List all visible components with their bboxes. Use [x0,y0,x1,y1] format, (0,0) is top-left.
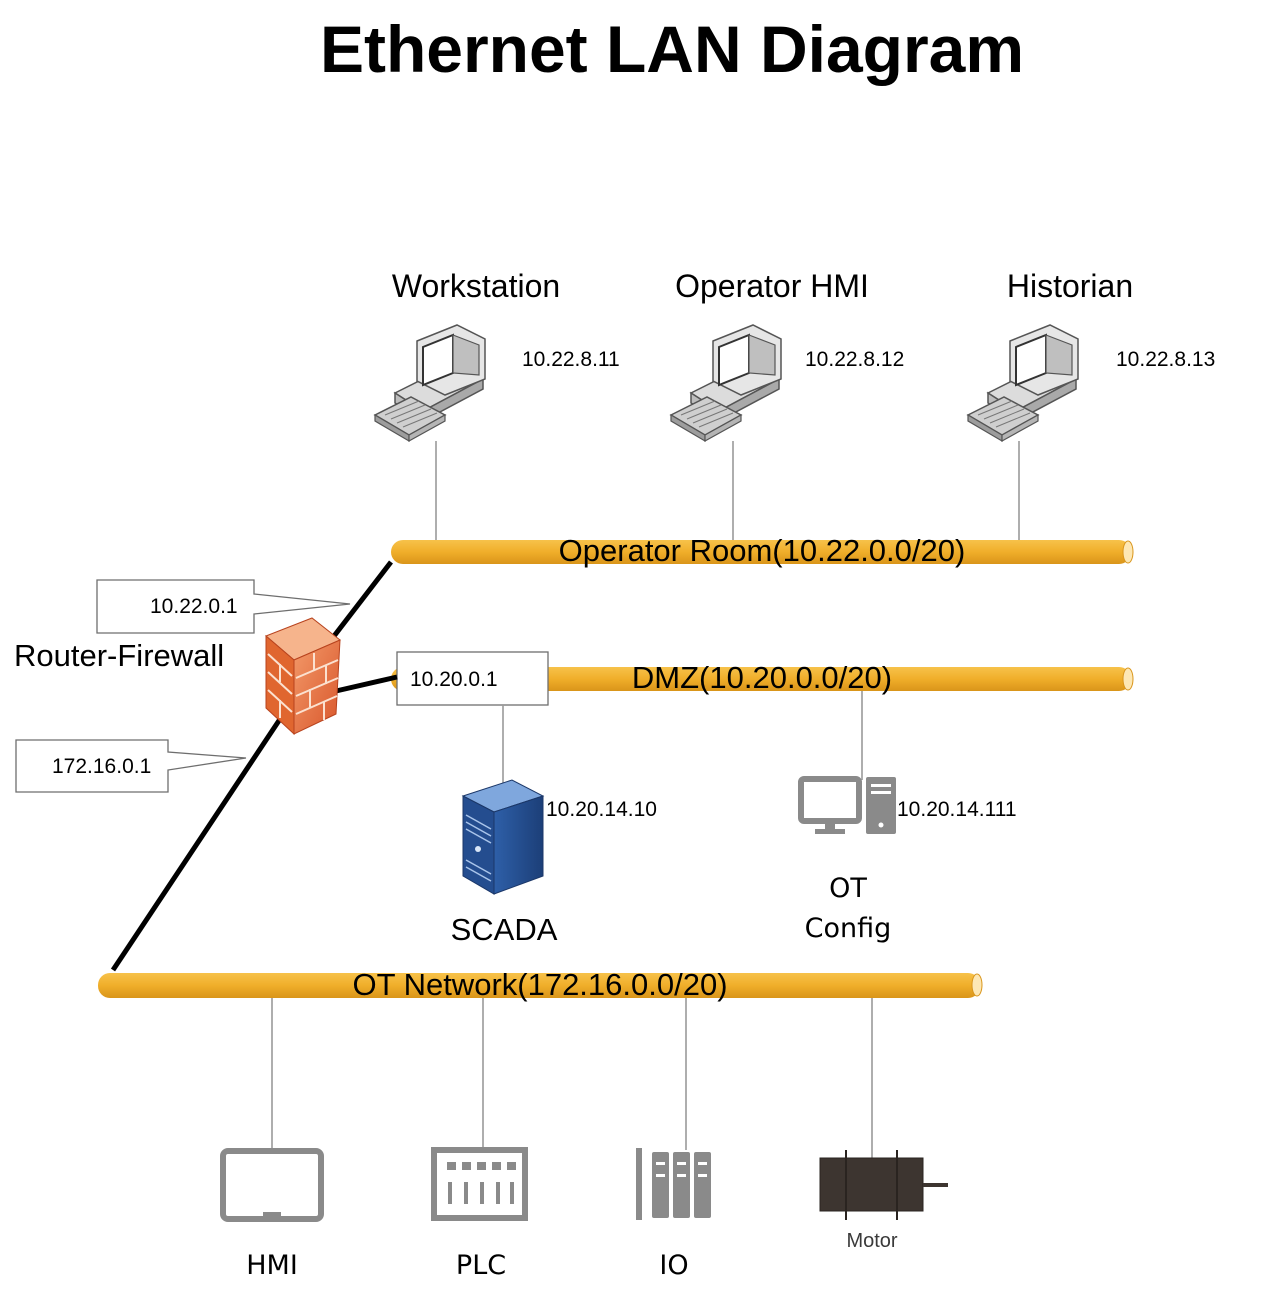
plc-label: PLC [456,1250,506,1281]
operator-room-bus[interactable] [391,540,1134,564]
hmi-label: HMI [246,1250,298,1281]
operator-room-interface-callout [96,579,351,634]
router-firewall-label: Router-Firewall [14,638,224,673]
scada-ip: 10.20.14.10 [546,798,657,821]
ot-network-bus-label: OT Network(172.16.0.0/20) [352,967,727,1002]
historian-ip: 10.22.8.13 [1116,348,1215,371]
page-title: Ethernet LAN Diagram [320,12,1024,86]
operator-room-interface-ip: 10.22.0.1 [150,595,238,618]
operator-room-bus-label: Operator Room(10.22.0.0/20) [559,533,966,568]
operator-hmi-icon[interactable] [670,324,782,442]
pc-monitor-tower-icon[interactable] [798,776,896,834]
io-label: IO [659,1250,688,1281]
io-module-icon[interactable] [636,1148,711,1220]
ot-config-label-line1: OT [829,873,867,904]
ot-interface-ip: 172.16.0.1 [52,755,151,778]
operator-hmi-label: Operator HMI [675,268,869,304]
ot-config-label-line2: Config [805,913,892,944]
ot-config-ip: 10.20.14.111 [897,798,1017,821]
motor-label: Motor [846,1230,897,1252]
workstation-ip: 10.22.8.11 [522,348,620,371]
link-firewall-operator-room [329,560,393,642]
historian-label: Historian [1007,268,1133,304]
workstation-icon[interactable] [374,324,486,442]
motor-icon[interactable] [819,1150,948,1220]
hmi-panel-icon[interactable] [220,1148,324,1222]
link-firewall-dmz [335,674,398,694]
server-tower-icon[interactable] [461,779,545,895]
workstation-label: Workstation [392,268,560,304]
ot-network-bus[interactable] [98,973,983,998]
firewall-brick-icon[interactable] [265,617,341,736]
scada-label: SCADA [451,912,558,947]
historian-icon[interactable] [967,324,1079,442]
ot-interface-callout [15,739,247,793]
dmz-bus[interactable] [391,667,1134,691]
dmz-bus-label: DMZ(10.20.0.0/20) [632,660,892,695]
dmz-interface-ip: 10.20.0.1 [410,668,498,691]
link-firewall-ot [110,678,309,972]
plc-icon[interactable] [431,1147,528,1221]
operator-hmi-ip: 10.22.8.12 [805,348,904,371]
